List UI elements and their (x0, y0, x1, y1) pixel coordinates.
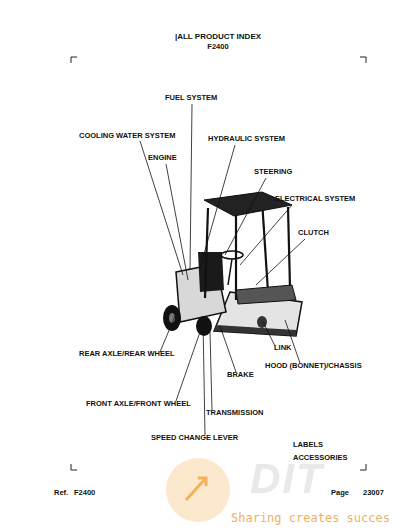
footer-text: F2400 (74, 489, 95, 497)
footer-text: Page (331, 489, 349, 497)
part-label: ELECTRICAL SYSTEM (275, 195, 355, 203)
part-label: STEERING (254, 168, 292, 176)
leader-lines (140, 104, 305, 435)
part-label: FRONT AXLE/FRONT WHEEL (86, 400, 191, 408)
part-label: HYDRAULIC SYSTEM (208, 135, 285, 143)
part-label: HOOD (BONNET)/CHASSIS (265, 362, 362, 370)
model-name: F2400 (207, 43, 228, 51)
part-label: CLUTCH (298, 229, 329, 237)
part-label: LABELS (293, 441, 323, 449)
footer-text: Ref. (54, 489, 68, 497)
part-label: COOLING WATER SYSTEM (79, 132, 176, 140)
watermark-arrow (186, 478, 206, 500)
mower-drawing (163, 192, 302, 336)
part-label: LINK (274, 344, 292, 352)
part-label: FUEL SYSTEM (165, 94, 217, 102)
part-label: TRANSMISSION (206, 409, 264, 417)
watermark-logo (166, 458, 230, 522)
footer-text: 23007 (363, 489, 384, 497)
watermark-text: DIT (250, 458, 324, 500)
corner-marks (71, 57, 366, 470)
part-label: REAR AXLE/REAR WHEEL (79, 350, 175, 358)
part-label: ENGINE (148, 154, 177, 162)
page-title: |ALL PRODUCT INDEX (175, 33, 261, 41)
part-label: SPEED CHANGE LEVER (151, 434, 238, 442)
part-label: BRAKE (227, 371, 254, 379)
watermark-text: Sharing creates succes (231, 512, 390, 524)
